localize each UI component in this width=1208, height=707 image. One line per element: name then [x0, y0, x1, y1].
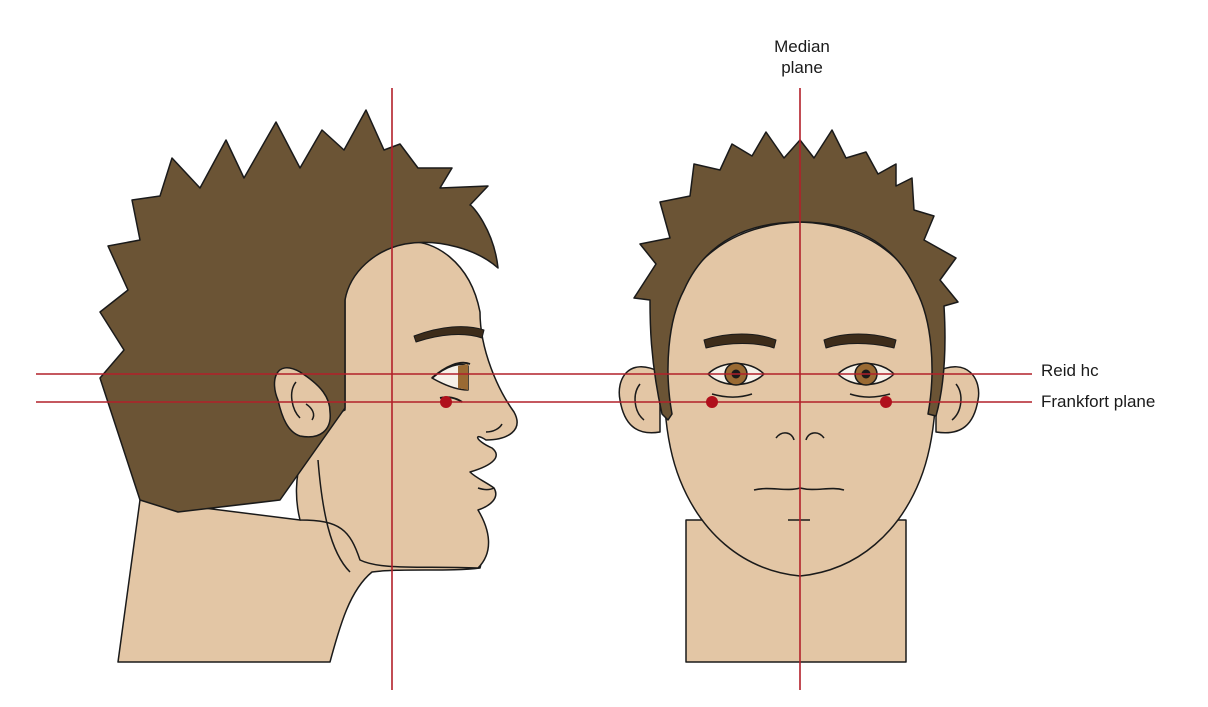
- front-orbitale-right-dot: [880, 396, 892, 408]
- front-orbitale-left-dot: [706, 396, 718, 408]
- median-plane-label: Median plane: [748, 36, 856, 78]
- median-plane-label-line2: plane: [748, 57, 856, 78]
- profile-orbitale-dot: [440, 396, 452, 408]
- front-head: [619, 130, 978, 662]
- frankfort-label: Frankfort plane: [1041, 391, 1155, 412]
- front-ear-left: [619, 367, 660, 433]
- profile-eye-iris: [458, 364, 468, 390]
- reid-label: Reid hc: [1041, 360, 1099, 381]
- median-plane-label-line1: Median: [748, 36, 856, 57]
- profile-head: [100, 110, 517, 662]
